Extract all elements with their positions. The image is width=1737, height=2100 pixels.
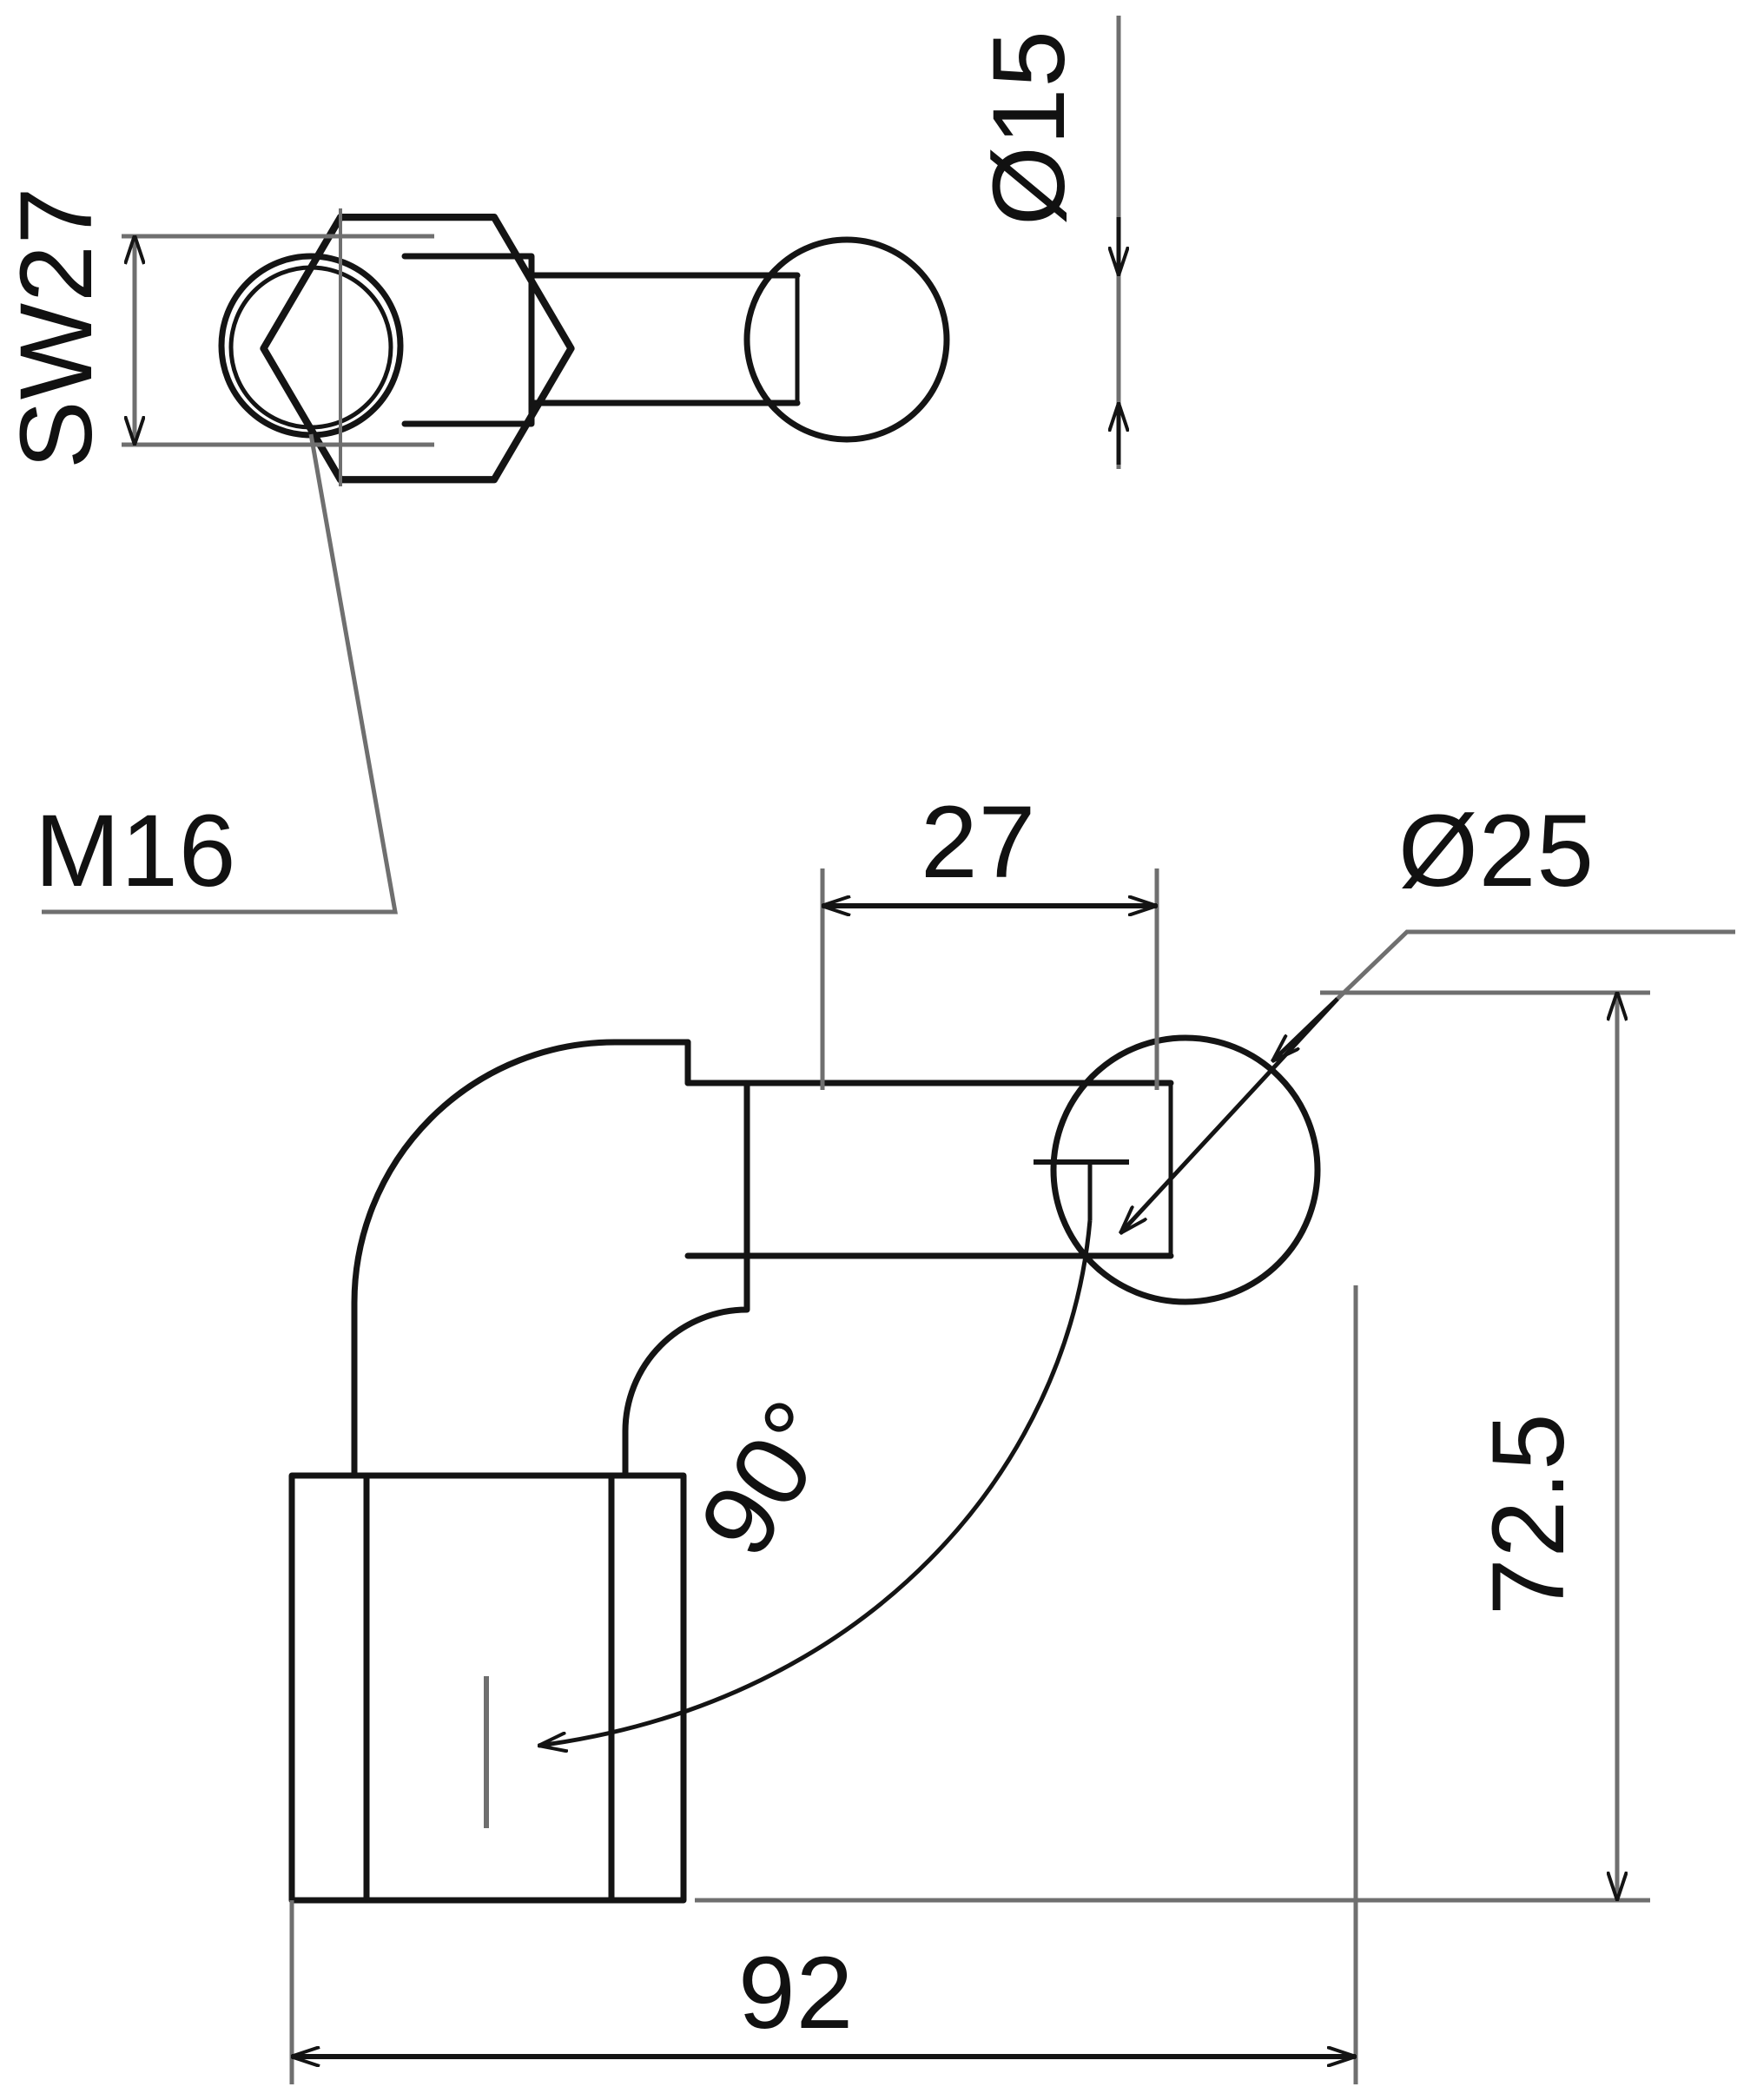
angle-label: 90°: [677, 1381, 858, 1575]
dimension-90deg: [484, 1159, 1129, 1828]
top-view-geometry: [218, 214, 950, 484]
base-block-outline: [288, 1472, 687, 1904]
dim725-label: 72.5: [1471, 1412, 1586, 1615]
dimension-sw27: [122, 234, 434, 447]
dim27-label: 27: [921, 785, 1036, 900]
thread-circle-inner: [228, 265, 393, 430]
collar-block: [401, 253, 535, 427]
elbow-inner-arc: [622, 1252, 750, 1479]
dimension-27: [820, 868, 1159, 1090]
shaft-body: [528, 272, 801, 406]
dimension-92: [289, 1285, 1358, 2084]
ball-head-lower: [1050, 1034, 1321, 1305]
leader-dia25: [1120, 929, 1735, 1233]
ball-head: [743, 236, 950, 443]
m16-label: M16: [35, 794, 237, 908]
elbow-face-step: [684, 1080, 750, 1259]
dia25-leader-line: [1336, 929, 1735, 1000]
elbow-outer-arc: [351, 1039, 691, 1479]
m16-leader-line: [42, 433, 398, 915]
sw27-label: SW27: [0, 187, 114, 469]
dia25-arrow-a: [1120, 997, 1339, 1233]
angle-arc: [538, 1219, 1093, 1746]
dimension-725: [695, 990, 1650, 1903]
bottom-view-geometry: [288, 1034, 1321, 1904]
leader-m16: [42, 433, 398, 915]
dia25-arrow-b: [1272, 997, 1339, 1061]
dia15-label: Ø15: [972, 30, 1086, 226]
dim92-label: 92: [738, 1936, 854, 2050]
dia25-label: Ø25: [1398, 794, 1595, 908]
thread-circle-outer: [218, 253, 404, 439]
